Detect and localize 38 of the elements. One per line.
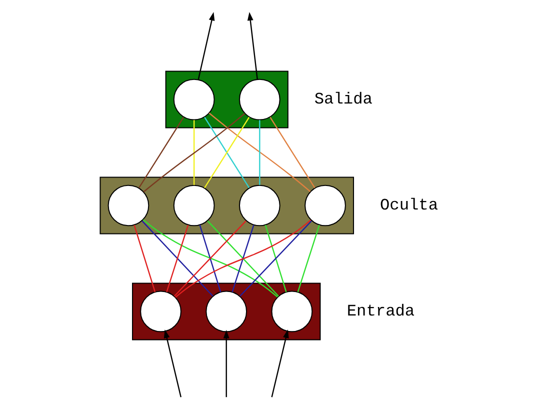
node-circle: [238, 78, 280, 120]
node-circle: [270, 290, 312, 332]
node-circle: [107, 184, 149, 226]
connector: [138, 116, 184, 188]
connector: [264, 224, 286, 292]
arrow: [222, 329, 229, 397]
node-circle: [140, 290, 181, 332]
arrow: [163, 329, 181, 397]
connector: [142, 112, 245, 192]
arrow: [197, 12, 214, 80]
connector: [133, 224, 156, 292]
connector: [174, 219, 311, 298]
connector: [239, 220, 312, 296]
connector: [208, 112, 310, 192]
node-label: Entrada: [346, 302, 414, 320]
cluster: [99, 176, 354, 234]
node-circle: [172, 78, 214, 120]
node-circle: [238, 184, 280, 226]
connector: [296, 224, 320, 292]
connector: [166, 224, 188, 292]
cluster: [164, 70, 288, 128]
connector: [204, 116, 250, 188]
connector: [258, 120, 260, 185]
connector: [173, 220, 246, 296]
connector: [206, 220, 278, 296]
node-circle: [172, 184, 214, 226]
connector: [192, 120, 194, 185]
arrow: [246, 12, 258, 79]
connector: [141, 220, 213, 296]
node-label: Salida: [314, 90, 372, 108]
node-label: Oculta: [379, 196, 438, 214]
node-circle: [304, 184, 346, 226]
connector: [269, 116, 315, 188]
connector: [142, 218, 278, 297]
arrow: [270, 329, 288, 397]
connector: [231, 224, 254, 292]
connector: [198, 224, 221, 292]
node-circle: [205, 290, 247, 332]
